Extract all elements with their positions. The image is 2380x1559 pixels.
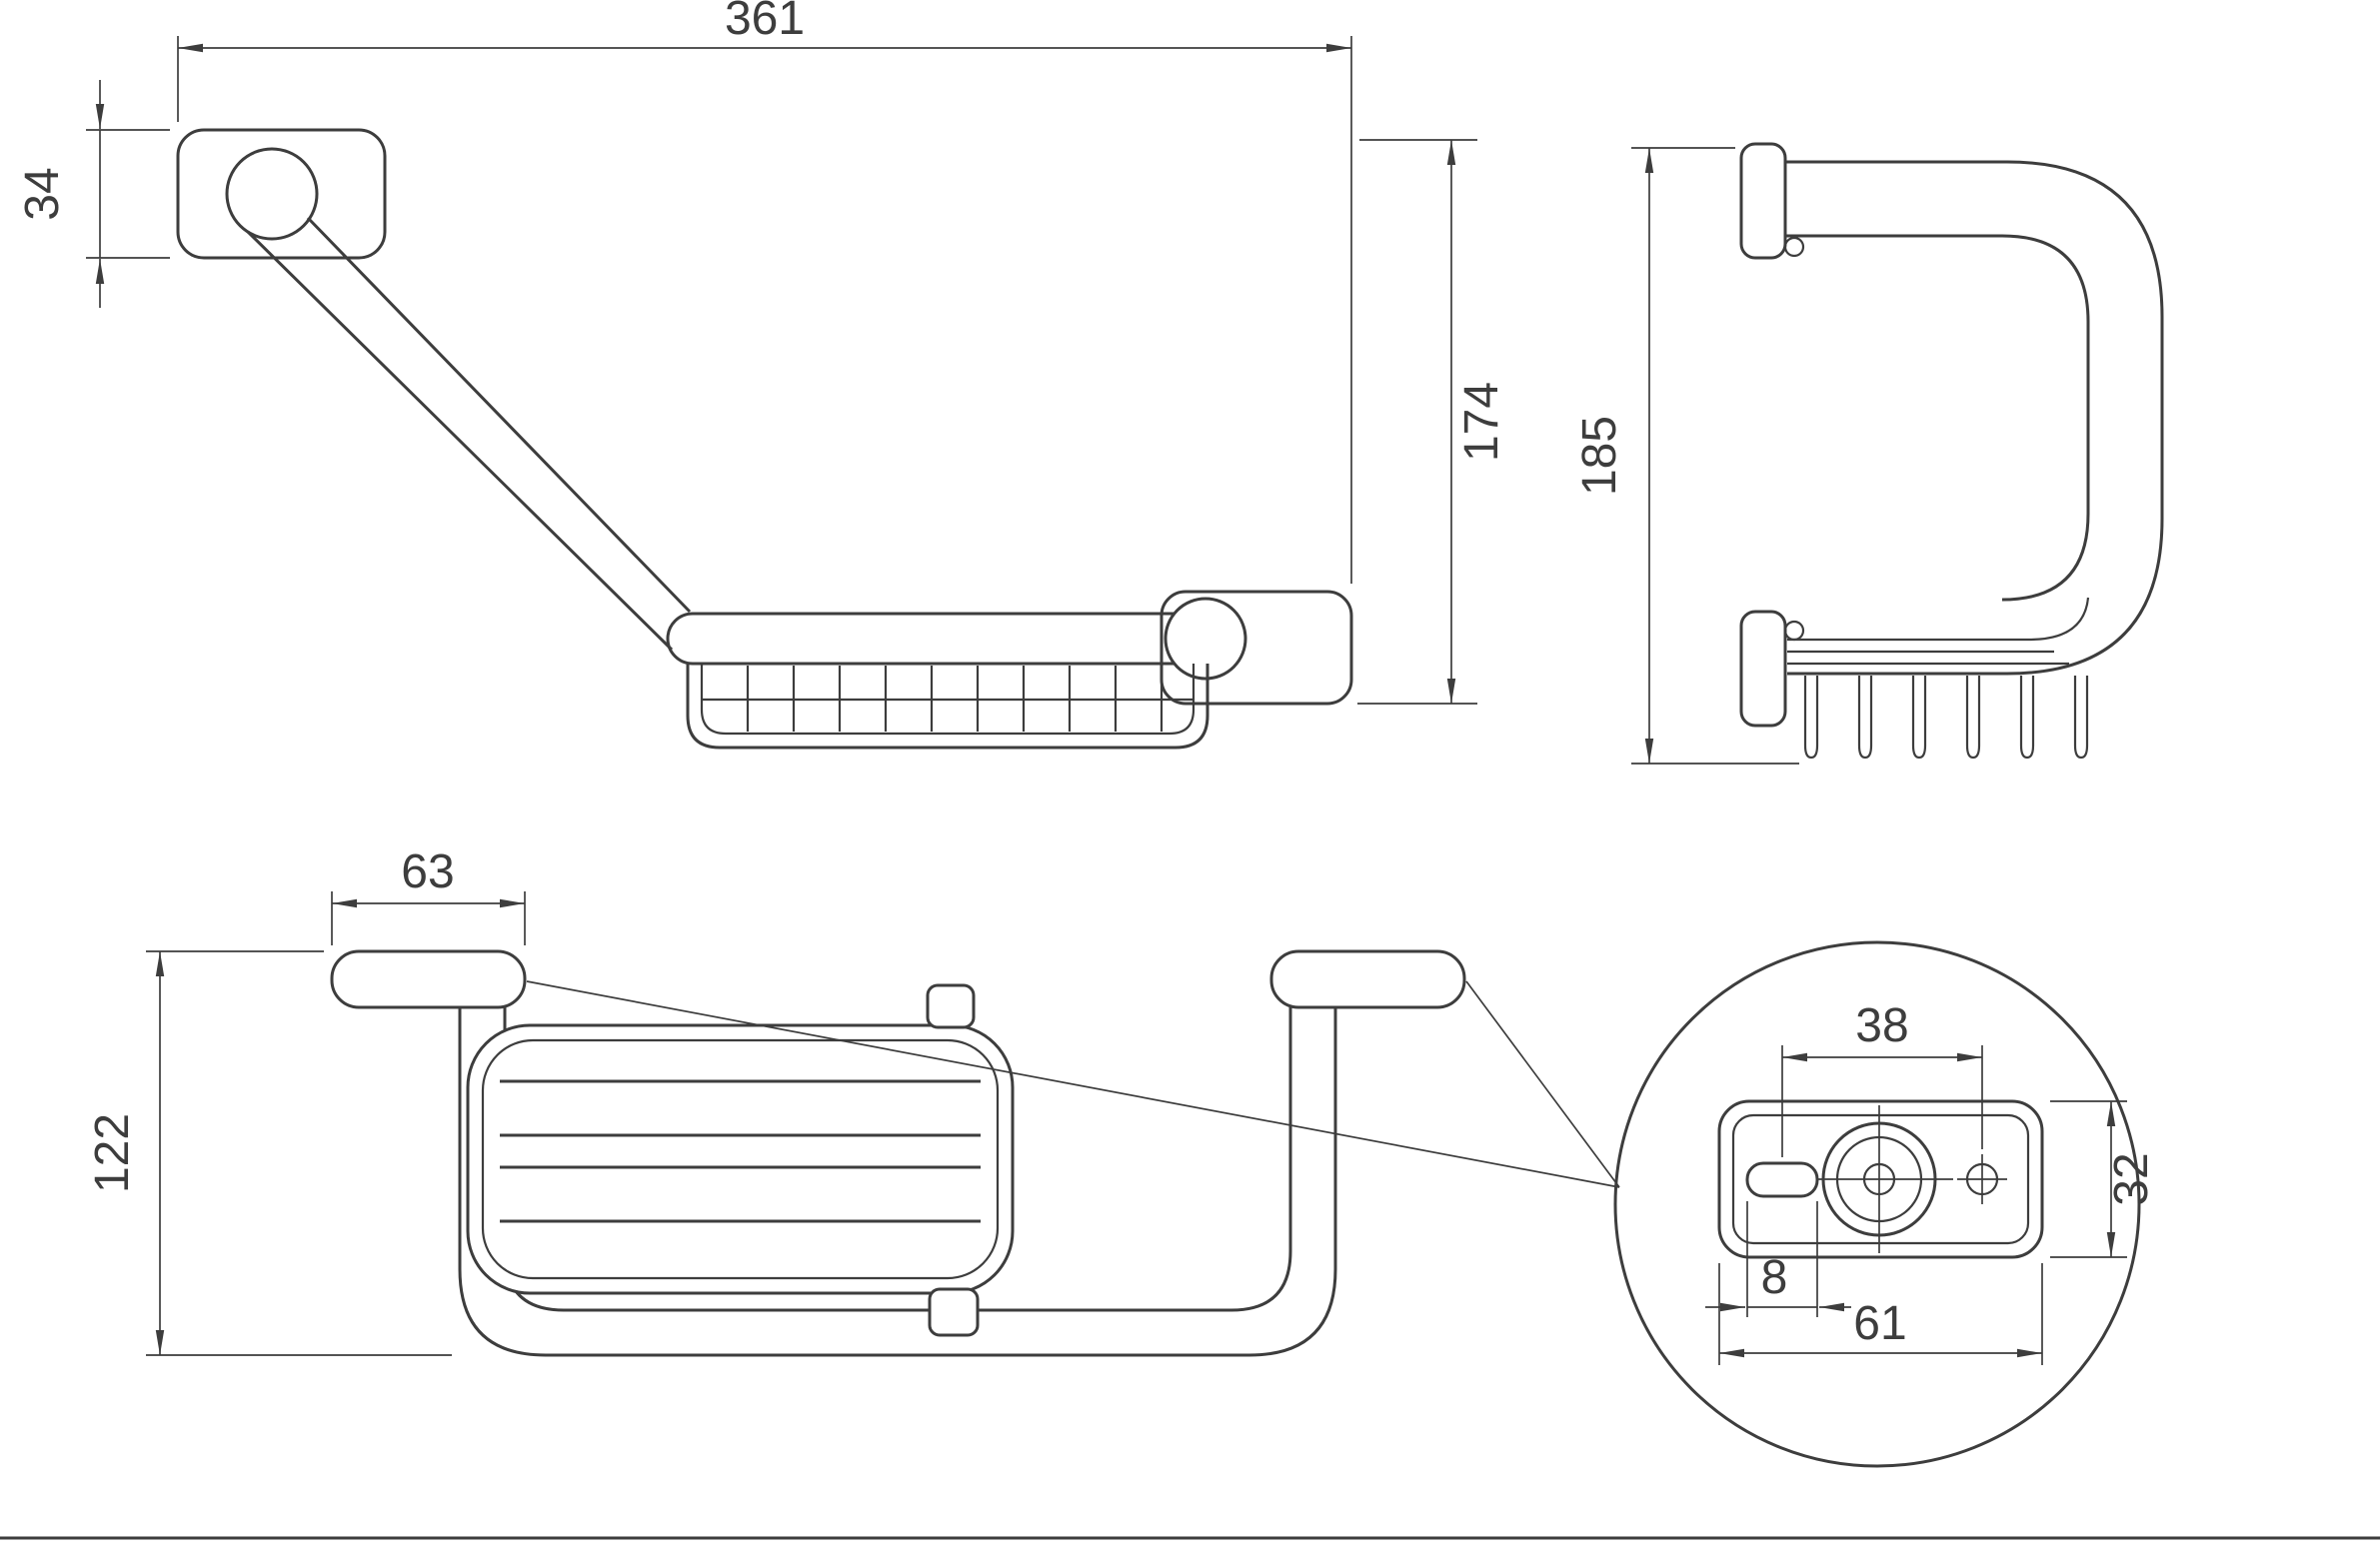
arm-socket-left [225, 147, 319, 241]
plate-detail-height-dim-label: 32 [2105, 1152, 2158, 1205]
basket-slats [500, 1079, 981, 1223]
extension-lines [86, 129, 170, 259]
side-view: 185 [1573, 142, 2164, 765]
mount-pad-width-dim-label: 63 [401, 845, 454, 898]
mount-plate-detail-inner [1731, 1113, 2030, 1245]
support-arm [246, 216, 692, 652]
extension-lines [1781, 1045, 1983, 1157]
slot-width-dimension: 8 [1705, 1201, 1851, 1317]
overall-height-front-dimension: 174 [1357, 139, 1508, 705]
arm-socket-right [1164, 597, 1247, 681]
overall-depth-dimension: 122 [86, 950, 452, 1356]
upper-wall-plate [1739, 142, 1787, 260]
front-view: 361 34 174 [16, 0, 1508, 750]
extension-lines [1357, 139, 1477, 705]
arm-outer-profile [1785, 160, 2164, 676]
mount-plate-height-dimension: 34 [16, 80, 170, 308]
basket-inner-wall [700, 664, 1195, 736]
plate-detail-width-dimension: 61 [1718, 1263, 2043, 1365]
right-mount-pad [1269, 949, 1466, 1009]
basket-rim [666, 612, 1229, 666]
basket-plan-outer [466, 1023, 1015, 1295]
overall-height-side-dimension: 185 [1573, 147, 1799, 765]
hole-spacing-dimension: 38 [1781, 999, 1983, 1157]
mount-plate-height-dim-label: 34 [16, 167, 69, 220]
overall-width-dim-label: 361 [725, 0, 805, 45]
overall-width-dimension: 361 [177, 0, 1352, 584]
bottom-view: 63 122 [86, 845, 1620, 1357]
basket-rails [1787, 597, 2090, 666]
extension-lines [146, 950, 452, 1356]
lower-plate-hook [1783, 620, 1805, 642]
hole-spacing-dim-label: 38 [1855, 999, 1908, 1052]
left-mount-pad [330, 949, 527, 1009]
extension-lines [1718, 1263, 2043, 1365]
extension-lines [331, 891, 526, 945]
detail-leader-lines [526, 980, 1620, 1188]
slot-width-dim-label: 8 [1761, 1251, 1788, 1304]
lower-wall-plate [1739, 610, 1787, 728]
left-mount-plate [176, 128, 387, 260]
overall-height-side-dim-label: 185 [1573, 416, 1626, 496]
mount-hole-crosshair [1805, 1105, 1953, 1253]
plate-detail-width-dim-label: 61 [1853, 1297, 1906, 1350]
overall-height-front-dim-label: 174 [1455, 382, 1508, 462]
detail-circle [1613, 940, 2141, 1468]
overall-depth-dim-label: 122 [86, 1113, 139, 1193]
mount-pad-width-dimension: 63 [331, 845, 526, 945]
hook-tab-bottom [928, 1287, 980, 1337]
plate-detail-height-dimension: 32 [2050, 1100, 2158, 1258]
extension-lines [1746, 1201, 1818, 1317]
basket-teeth [1803, 676, 2089, 760]
arm-inner-profile [1785, 234, 2090, 602]
basket-outer-wall [686, 664, 1209, 750]
upper-plate-hook [1783, 236, 1805, 258]
extension-lines [177, 36, 1352, 584]
detail-view: 38 32 8 61 [1613, 940, 2158, 1468]
hook-tab-top [926, 983, 976, 1029]
basket-plan-inner [481, 1038, 1000, 1280]
frame-outer-profile [458, 1007, 1337, 1357]
screw-hole-crosshair [1957, 1154, 2007, 1204]
keyhole-slot [1745, 1161, 1819, 1198]
